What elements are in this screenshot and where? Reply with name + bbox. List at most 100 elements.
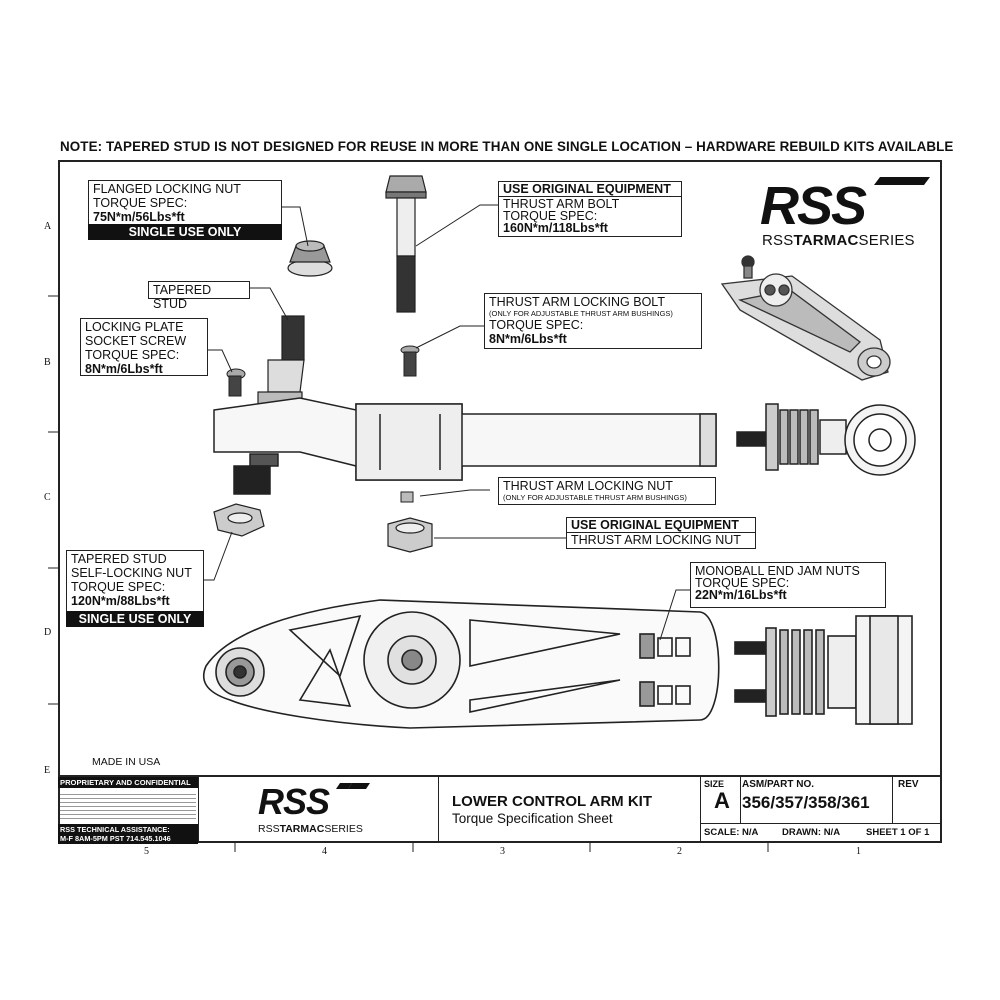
tb-assistance: RSS TECHNICAL ASSISTANCE: M-F 8AM-5PM PS…	[58, 824, 198, 844]
zone-col-3: 3	[500, 846, 505, 857]
thrust-arm-bolt-spec: 160N*m/118Lbs*ft	[503, 221, 608, 235]
locking-nut-title: THRUST ARM LOCKING NUT	[503, 479, 673, 493]
tb-logo-cell: RSS RSSTARMACSERIES	[198, 777, 439, 843]
locking-plate-line1: LOCKING PLATE	[85, 320, 184, 334]
tb-rev-cell: REV	[892, 777, 940, 824]
zone-row-c: C	[44, 492, 51, 503]
thrust-arm-bolt-header: USE ORIGINAL EQUIPMENT	[499, 182, 681, 197]
tb-sheet: SHEET 1 OF 1	[866, 827, 930, 838]
thrust-arm-nut-oe-header: USE ORIGINAL EQUIPMENT	[567, 518, 755, 533]
tapered-stud-nut-line2: SELF-LOCKING NUT	[71, 566, 192, 580]
rss-logo-text: RSS	[760, 176, 867, 236]
tb-size: A	[714, 788, 730, 813]
tb-part-label: ASM/PART NO.	[742, 779, 815, 790]
tapered-stud-part	[257, 315, 305, 409]
tb-legal-fineprint	[60, 791, 196, 821]
tb-assistance-hours: M-F 8AM-5PM PST 714.545.1046	[60, 834, 171, 843]
zone-col-2: 2	[677, 846, 682, 857]
zone-row-a: A	[44, 221, 52, 232]
socket-screw-part	[226, 368, 246, 397]
tb-drawing-title: LOWER CONTROL ARM KIT	[452, 793, 652, 810]
rss-logo-header	[874, 177, 930, 185]
monoball-spec-label: TORQUE SPEC:	[695, 576, 790, 590]
callout-locking-plate: LOCKING PLATE SOCKET SCREW TORQUE SPEC: …	[80, 318, 208, 376]
tb-proprietary-cell: PROPRIETARY AND CONFIDENTIAL RSS TECHNIC…	[58, 777, 199, 844]
flanged-nut-part	[287, 240, 333, 277]
callout-monoball-jam-nuts: MONOBALL END JAM NUTS TORQUE SPEC: 22N*m…	[690, 562, 886, 608]
callout-thrust-arm-bolt: USE ORIGINAL EQUIPMENT THRUST ARM BOLT T…	[498, 181, 682, 237]
thrust-arm-small-nut-part	[400, 491, 414, 503]
tb-series-tagline: RSSTARMACSERIES	[258, 823, 363, 835]
series-suffix: SERIES	[858, 232, 915, 249]
zone-row-e: E	[44, 765, 51, 776]
monoball-title: MONOBALL END JAM NUTS	[695, 564, 860, 578]
locking-plate-spec: 8N*m/6Lbs*ft	[85, 362, 163, 376]
tapered-stud-nut-spec: 120N*m/88Lbs*ft	[71, 594, 170, 608]
tb-part-no: 356/357/358/361	[742, 793, 870, 812]
tb-size-label: SIZE	[704, 779, 725, 789]
callout-tapered-stud-nut: TAPERED STUD SELF-LOCKING NUT TORQUE SPE…	[66, 550, 204, 616]
reuse-note: NOTE: TAPERED STUD IS NOT DESIGNED FOR R…	[60, 139, 954, 154]
zone-ticks	[48, 295, 769, 852]
callout-tapered-stud: TAPERED STUD	[148, 281, 250, 311]
thrust-arm-nut-oe-part	[387, 517, 433, 553]
locking-plate-spec-label: TORQUE SPEC:	[85, 348, 180, 362]
thrust-arm-bolt-spec-label: TORQUE SPEC:	[503, 209, 598, 223]
locking-plate-line2: SOCKET SCREW	[85, 334, 187, 348]
zone-row-d: D	[44, 627, 52, 638]
zone-col-4: 4	[322, 846, 327, 857]
callout-thrust-arm-locking-bolt: THRUST ARM LOCKING BOLT (ONLY FOR ADJUST…	[484, 293, 702, 349]
product-isometric-render	[720, 255, 891, 381]
tapered-stud-nut-warning: SINGLE USE ONLY	[66, 611, 204, 627]
tb-bottom-row: SCALE: N/A DRAWN: N/A SHEET 1 OF 1	[700, 823, 940, 843]
tb-proprietary: PROPRIETARY AND CONFIDENTIAL	[58, 777, 198, 788]
locking-bolt-part	[400, 345, 420, 377]
tb-rev-label: REV	[898, 779, 919, 790]
tb-logo-speed-stripes	[336, 783, 370, 789]
tb-assistance-title: RSS TECHNICAL ASSISTANCE:	[60, 825, 170, 834]
zone-col-5: 5	[144, 846, 149, 857]
tb-series-suffix: SERIES	[324, 823, 363, 835]
callout-thrust-arm-locking-nut: THRUST ARM LOCKING NUT (ONLY FOR ADJUSTA…	[498, 477, 716, 505]
tb-series-bold: TARMAC	[279, 823, 325, 835]
tb-drawing-subtitle: Torque Specification Sheet	[452, 811, 613, 826]
locking-bolt-title: THRUST ARM LOCKING BOLT	[489, 295, 665, 309]
locking-bolt-note: (ONLY FOR ADJUSTABLE THRUST ARM BUSHINGS…	[489, 309, 673, 318]
control-arm-top-view	[202, 599, 913, 729]
tb-part-cell: ASM/PART NO. 356/357/358/361	[740, 777, 893, 824]
locking-bolt-spec-label: TORQUE SPEC:	[489, 318, 584, 332]
tb-scale: SCALE: N/A	[704, 827, 759, 838]
thrust-arm-bolt-title: THRUST ARM BOLT	[503, 197, 620, 211]
tb-title-cell: LOWER CONTROL ARM KIT Torque Specificati…	[438, 777, 701, 843]
tb-size-cell: SIZE A	[700, 777, 741, 824]
rss-logo-speed-stripes	[874, 177, 930, 185]
zone-row-b: B	[44, 357, 51, 368]
tapered-stud-nut-line1: TAPERED STUD	[71, 552, 167, 566]
thrust-arm-bolt-part	[385, 175, 427, 313]
leader-lines	[204, 204, 690, 641]
drawing-frame	[58, 160, 942, 843]
rss-series-tagline: RSSTARMACSERIES	[762, 232, 915, 249]
thrust-arm-nut-oe-title: THRUST ARM LOCKING NUT	[571, 533, 741, 547]
control-arm-side-view	[213, 397, 916, 495]
flanged-nut-title: FLANGED LOCKING NUT	[93, 182, 241, 196]
flanged-nut-spec: 75N*m/56Lbs*ft	[93, 210, 185, 224]
tb-series-prefix: RSS	[258, 823, 280, 835]
callout-thrust-arm-nut-oe: USE ORIGINAL EQUIPMENT THRUST ARM LOCKIN…	[566, 517, 756, 549]
locking-nut-note: (ONLY FOR ADJUSTABLE THRUST ARM BUSHINGS…	[503, 493, 687, 502]
title-block: PROPRIETARY AND CONFIDENTIAL RSS TECHNIC…	[58, 775, 942, 844]
tapered-stud-nut-part	[213, 503, 265, 537]
zone-col-1: 1	[856, 846, 861, 857]
monoball-spec: 22N*m/16Lbs*ft	[695, 588, 787, 602]
flanged-nut-warning: SINGLE USE ONLY	[88, 224, 282, 240]
series-prefix: RSS	[762, 232, 794, 249]
tb-rss-logo: RSS	[258, 781, 330, 822]
tapered-stud-title: TAPERED STUD	[153, 283, 212, 311]
series-bold: TARMAC	[793, 232, 859, 249]
tb-drawn: DRAWN: N/A	[782, 827, 841, 838]
tapered-stud-nut-spec-label: TORQUE SPEC:	[71, 580, 166, 594]
flanged-nut-spec-label: TORQUE SPEC:	[93, 196, 188, 210]
locking-bolt-spec: 8N*m/6Lbs*ft	[489, 332, 567, 346]
made-in-label: MADE IN USA	[92, 756, 161, 768]
